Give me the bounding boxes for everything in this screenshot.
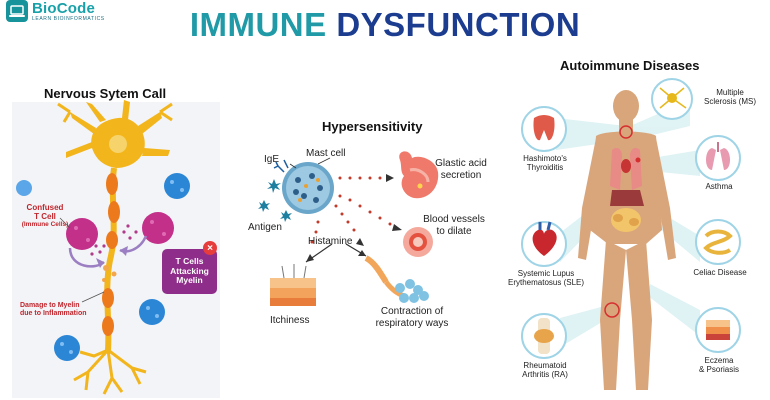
gastric-line2: secretion [440, 169, 482, 181]
logo-name: BioCode [32, 0, 96, 17]
vessels-label: Blood vessels to dilate [418, 214, 490, 237]
sle-line1: Systemic Lupus [517, 269, 575, 278]
damage-line1: Damage to Myelin [20, 302, 80, 309]
logo-tagline: LEARN BIOINFORMATICS [32, 15, 105, 22]
contract-line2: respiratory ways [375, 317, 449, 329]
damage-line2: due to Inflammation [20, 310, 87, 318]
gastric-label: Glastic acid secretion [426, 158, 496, 181]
ms-line1: Multiple [716, 88, 744, 97]
sle-label: Systemic Lupus Erythematosus (SLE) [500, 269, 592, 287]
confused-tcell-label: Confused T Cell (Immune Cells) [14, 203, 76, 229]
eczema-label: Eczema & Psoriasis [688, 356, 750, 374]
laptop-icon [6, 0, 28, 22]
ra-line1: Rheumatoid [523, 361, 567, 370]
ms-label: Multiple Sclerosis (MS) [694, 88, 766, 106]
attack-line1: T Cells [175, 255, 204, 266]
hashimoto-label: Hashimoto's Thyroiditis [514, 154, 576, 172]
histamine-label: Histamine [308, 236, 353, 247]
contraction-label: Contraction of respiratory ways [370, 306, 454, 329]
damage-label: Damage to Myelin due to Inflammation [20, 302, 100, 318]
tcells-attacking-box: T Cells Attacking Myelin [162, 249, 217, 294]
title-part2: DYSFUNCTION [336, 6, 581, 43]
hyper-title: Hypersensitivity [322, 119, 423, 134]
attack-line2: Attacking [170, 265, 209, 276]
celiac-label: Celiac Disease [693, 268, 747, 277]
confused-line3: (Immune Cells) [21, 221, 69, 229]
ms-line2: Sclerosis (MS) [703, 97, 756, 107]
confused-line1: Confused [26, 203, 64, 212]
auto-title: Autoimmune Diseases [560, 58, 700, 73]
eczema-line1: Eczema [704, 356, 734, 365]
gastric-line1: Glastic acid [435, 158, 487, 169]
antigen-label: Antigen [248, 222, 282, 233]
ra-label: Rheumatoid Arthritis (RA) [516, 361, 574, 379]
sle-line2: Erythematosus (SLE) [507, 278, 585, 288]
vessels-line2: to dilate [436, 225, 472, 237]
attack-line3: Myelin [176, 275, 203, 286]
asthma-label: Asthma [705, 182, 733, 191]
hashimoto-line1: Hashimoto's [523, 154, 567, 163]
page-title: IMMUNE DYSFUNCTION [0, 6, 770, 44]
biocode-logo: BioCode LEARN BIOINFORMATICS [6, 0, 105, 22]
ra-line2: Arthritis (RA) [522, 370, 568, 380]
nervous-title: Nervous Sytem Call [44, 86, 167, 101]
close-icon: × [203, 241, 217, 255]
contract-line1: Contraction of [380, 306, 444, 317]
ige-label: IgE [264, 154, 280, 165]
vessels-line1: Blood vessels [423, 214, 485, 225]
itchiness-label: Itchiness [270, 315, 310, 326]
eczema-line2: & Psoriasis [698, 365, 739, 375]
confused-line2: T Cell [34, 212, 56, 222]
hashimoto-line2: Thyroiditis [526, 163, 564, 173]
title-part1: IMMUNE [189, 6, 327, 43]
mast-cell-label: Mast cell [306, 148, 346, 159]
